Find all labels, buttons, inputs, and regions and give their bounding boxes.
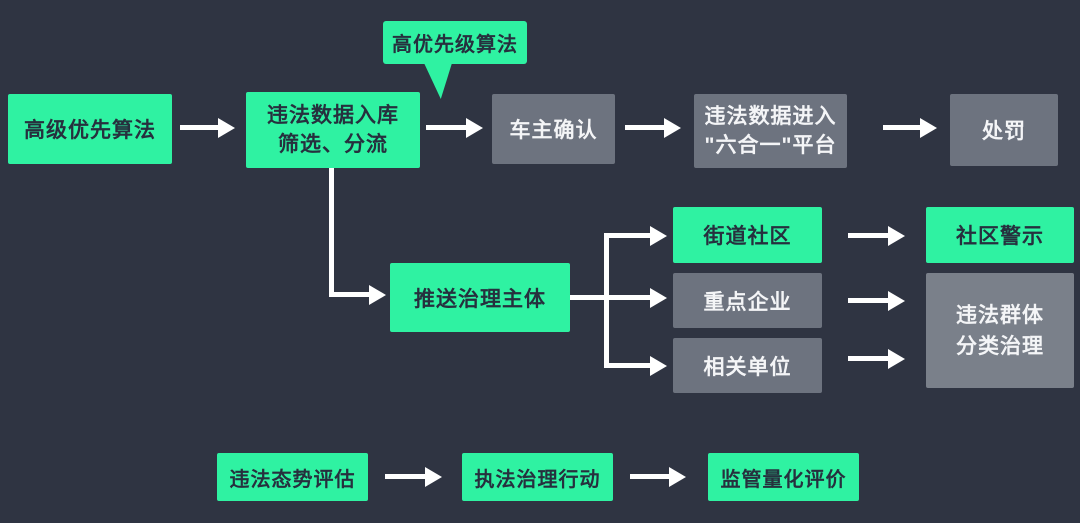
node-community-warning: 社区警示 bbox=[926, 207, 1074, 263]
node-illegal-data-intake: 违法数据入库 筛选、分流 bbox=[246, 92, 420, 168]
flow-arrow-icon bbox=[329, 292, 370, 297]
flow-arrow-icon bbox=[848, 356, 889, 361]
node-street-community: 街道社区 bbox=[673, 207, 822, 263]
connector-line bbox=[570, 295, 609, 300]
flow-arrow-icon bbox=[180, 125, 219, 130]
flow-arrow-icon bbox=[385, 474, 426, 479]
flow-arrow-icon bbox=[883, 125, 921, 130]
callout-tail bbox=[424, 63, 452, 99]
flow-arrow-icon bbox=[426, 125, 467, 130]
node-punishment: 处罚 bbox=[950, 94, 1058, 166]
flow-arrow-icon bbox=[604, 295, 651, 300]
flow-arrow-icon bbox=[848, 298, 889, 303]
node-owner-confirmation: 车主确认 bbox=[492, 94, 615, 164]
node-related-units: 相关单位 bbox=[673, 338, 822, 393]
node-enforcement-action: 执法治理行动 bbox=[462, 453, 613, 501]
node-situation-assessment: 违法态势评估 bbox=[217, 453, 368, 501]
node-key-enterprises: 重点企业 bbox=[673, 273, 822, 328]
connector-line bbox=[329, 168, 334, 297]
callout-high-priority-algorithm: 高优先级算法 bbox=[383, 21, 527, 64]
flow-arrow-icon bbox=[848, 233, 889, 238]
flow-arrow-icon bbox=[625, 125, 665, 130]
node-advanced-priority-algorithm: 高级优先算法 bbox=[8, 94, 172, 164]
flow-arrow-icon bbox=[604, 363, 651, 368]
connector-line bbox=[604, 233, 609, 368]
flow-arrow-icon bbox=[630, 474, 670, 479]
node-six-in-one-platform: 违法数据进入 "六合一"平台 bbox=[694, 94, 847, 168]
node-push-governance-subject: 推送治理主体 bbox=[390, 263, 570, 332]
node-illegal-group-classification: 违法群体 分类治理 bbox=[926, 273, 1074, 388]
node-quantitative-evaluation: 监管量化评价 bbox=[708, 453, 859, 501]
flow-arrow-icon bbox=[604, 233, 651, 238]
